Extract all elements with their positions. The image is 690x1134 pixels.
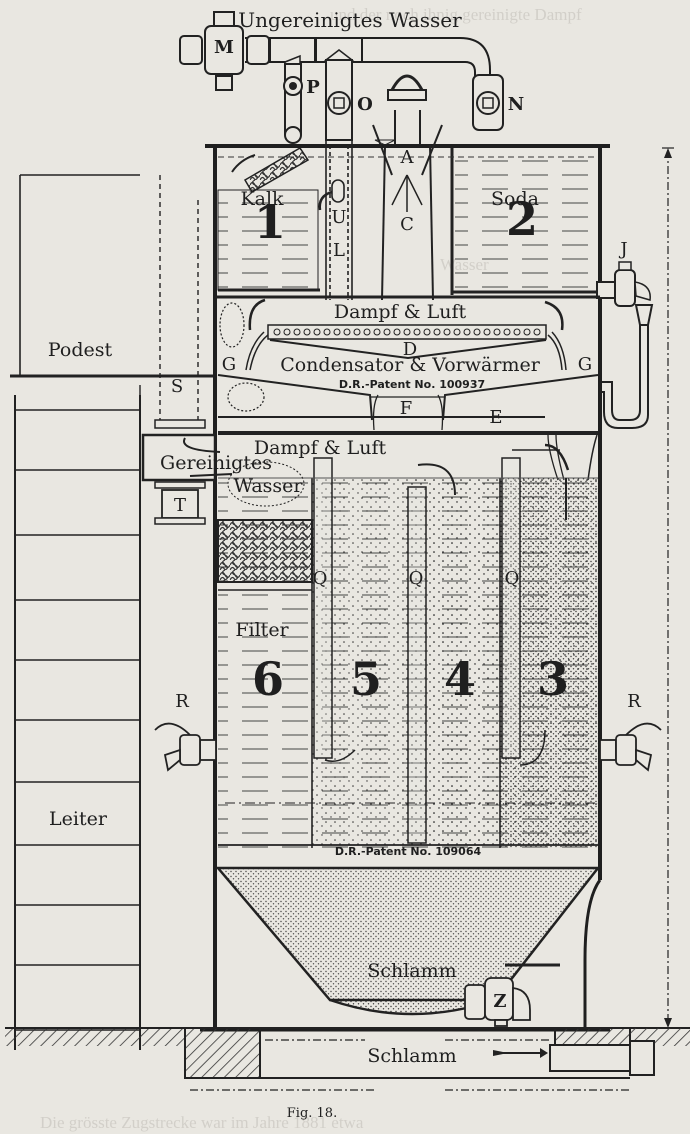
label-q-1: Q [313,568,328,589]
label-ladder: Leiter [49,808,108,830]
chamber-number-1: 1 [254,195,286,249]
label-g-right: G [578,354,592,375]
valve-r-left[interactable] [154,722,217,772]
label-q-2: Q [409,568,424,589]
svg-text:Die grösste Zugstrecke war im: Die grösste Zugstrecke war im Jahre 1881… [40,1113,364,1132]
label-u: U [331,207,346,228]
height-dimension [662,147,674,1028]
settling-chambers [217,449,598,848]
condenser-section [215,295,600,481]
label-a: A [400,147,415,168]
label-o: O [357,94,373,115]
chamber-number-6: 6 [252,652,284,706]
label-sludge-outlet: Schlamm [367,1045,456,1067]
chamber-number-5: 5 [350,652,382,706]
label-s: S [171,376,183,397]
label-condenser: Condensator & Vorwärmer [280,354,541,376]
purified-water-outlet [141,419,233,525]
label-t: T [174,495,186,516]
label-p: P [306,77,320,98]
label-c: C [400,214,414,235]
chamber-number-4: 4 [444,652,476,706]
label-m: M [214,37,234,58]
tank-2-soda [450,148,598,295]
label-sludge-cone: Schlamm [367,960,456,982]
chamber-number-3: 3 [537,652,569,706]
label-purified-water-2: Wasser [233,475,303,497]
label-e: E [489,407,502,428]
figure-caption: Fig. 18. [287,1106,337,1121]
sludge-cone [215,866,601,1016]
label-platform: Podest [48,339,113,361]
ground-foundation [5,1027,690,1091]
label-n: N [508,94,524,115]
label-j: J [618,239,627,260]
label-z: Z [493,991,506,1012]
svg-text:und der noch ihnig gereinigte: und der noch ihnig gereinigte Dampf [330,5,582,24]
valve-r-right[interactable] [599,722,662,772]
label-soda: Soda [491,188,539,210]
label-r-right: R [627,691,641,712]
label-kalk: Kalk [240,188,284,210]
label-steam-air-mid: Dampf & Luft [254,437,387,459]
perforated-tray-d [273,328,541,336]
label-patent-bottom: D.R.-Patent No. 109064 [335,845,482,858]
valve-z[interactable] [464,963,560,1027]
label-r-left: R [175,691,189,712]
label-purified-water-1: Gereinigtes [160,452,272,474]
overflow-pipe [600,304,654,429]
label-l: L [333,240,345,261]
platform [10,174,215,420]
mixing-cone [372,74,443,301]
label-filter: Filter [235,619,289,641]
valve-p[interactable]: P [283,54,320,144]
lime-basket [231,146,310,194]
label-unpurified-water: Ungereinigtes Wasser [238,8,462,32]
label-steam-air-top: Dampf & Luft [334,301,467,323]
label-g-left: G [222,354,236,375]
tank-1-lime [217,189,320,292]
valve-j[interactable]: J [596,239,651,307]
label-d: D [403,339,417,360]
valve-n[interactable]: N [472,74,524,131]
valve-o[interactable]: O [323,49,373,141]
label-q-3: Q [505,568,520,589]
label-f: F [400,398,413,419]
valve-m[interactable]: M [179,11,270,91]
reagent-pipe-l [318,60,353,300]
chamber-number-2: 2 [506,192,538,246]
ladder [14,395,141,1050]
supply-piping [245,37,491,80]
label-patent-top: D.R.-Patent No. 100937 [339,378,485,391]
